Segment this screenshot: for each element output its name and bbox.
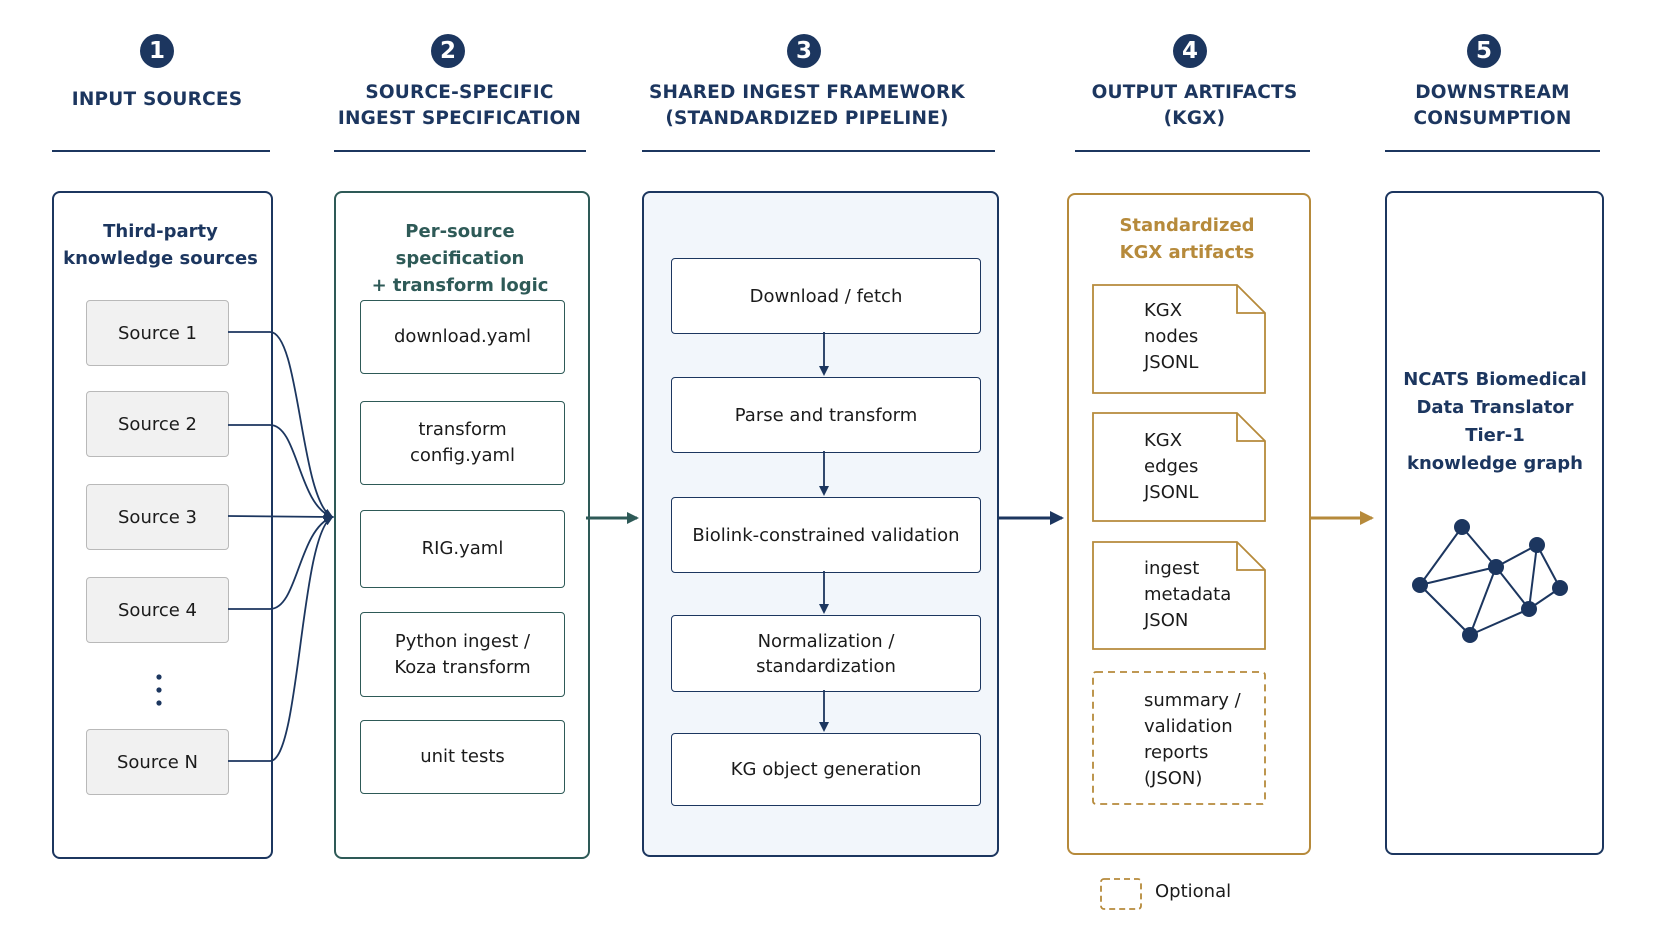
step-5-badge: 5 (1467, 34, 1501, 68)
document-icon (1092, 541, 1266, 650)
kgx-edges-label: KGX edges JSONL (1144, 430, 1199, 503)
source-4-box: Source 4 (86, 577, 229, 643)
document-icon (1092, 412, 1266, 522)
python-koza-box: Python ingest / Koza transform (360, 612, 565, 697)
pipeline-step-validation: Biolink-constrained validation (671, 497, 981, 573)
pipeline-step-parse: Parse and transform (671, 377, 981, 453)
summary-reports-document-optional: summary / validation reports (JSON) (1092, 671, 1266, 805)
pipeline-step-download: Download / fetch (671, 258, 981, 334)
ingest-spec-heading: Per-source specification + transform log… (371, 221, 549, 296)
stage-title-output-artifacts: OUTPUT ARTIFACTS (KGX) (1091, 82, 1298, 129)
title-rule (1075, 150, 1310, 152)
step-2-badge: 2 (431, 34, 465, 68)
downstream-panel (1385, 191, 1604, 855)
title-rule (334, 150, 586, 152)
stage-title-downstream: DOWNSTREAM CONSUMPTION (1413, 82, 1572, 129)
ingest-metadata-label: ingest metadata JSON (1144, 558, 1232, 631)
source-1-box: Source 1 (86, 300, 229, 366)
source-2-box: Source 2 (86, 391, 229, 457)
network-graph-icon (1412, 519, 1568, 643)
stage-title-ingest-spec: SOURCE-SPECIFIC INGEST SPECIFICATION (337, 82, 582, 129)
pipeline-step-kg-generation: KG object generation (671, 733, 981, 806)
unit-tests-box: unit tests (360, 720, 565, 794)
pipeline-step-normalization: Normalization / standardization (671, 615, 981, 692)
kgx-nodes-label: KGX nodes JSONL (1144, 300, 1199, 373)
title-rule (642, 150, 995, 152)
stage-title-shared-framework: SHARED INGEST FRAMEWORK (STANDARDIZED PI… (649, 82, 965, 129)
download-yaml-box: download.yaml (360, 300, 565, 374)
kgx-nodes-document: KGX nodes JSONL (1092, 284, 1266, 394)
translator-kg-label: NCATS Biomedical Data Translator Tier-1 … (1403, 369, 1587, 474)
source-n-box: Source N (86, 729, 229, 795)
stage-title-input-sources: INPUT SOURCES (71, 89, 243, 110)
title-rule (52, 150, 270, 152)
input-sources-heading: Third-party knowledge sources (63, 221, 258, 269)
step-1-badge: 1 (140, 34, 174, 68)
rig-yaml-box: RIG.yaml (360, 510, 565, 588)
dashed-document-icon (1092, 671, 1266, 805)
step-3-badge: 3 (787, 34, 821, 68)
document-icon (1092, 284, 1266, 394)
output-artifacts-heading: Standardized KGX artifacts (1119, 215, 1255, 263)
title-rule (1385, 150, 1600, 152)
step-4-badge: 4 (1173, 34, 1207, 68)
legend-optional-label: Optional (1155, 881, 1232, 902)
kgx-edges-document: KGX edges JSONL (1092, 412, 1266, 522)
transform-config-box: transform config.yaml (360, 401, 565, 485)
source-3-box: Source 3 (86, 484, 229, 550)
ingest-metadata-document: ingest metadata JSON (1092, 541, 1266, 650)
summary-reports-label: summary / validation reports (JSON) (1144, 690, 1241, 789)
